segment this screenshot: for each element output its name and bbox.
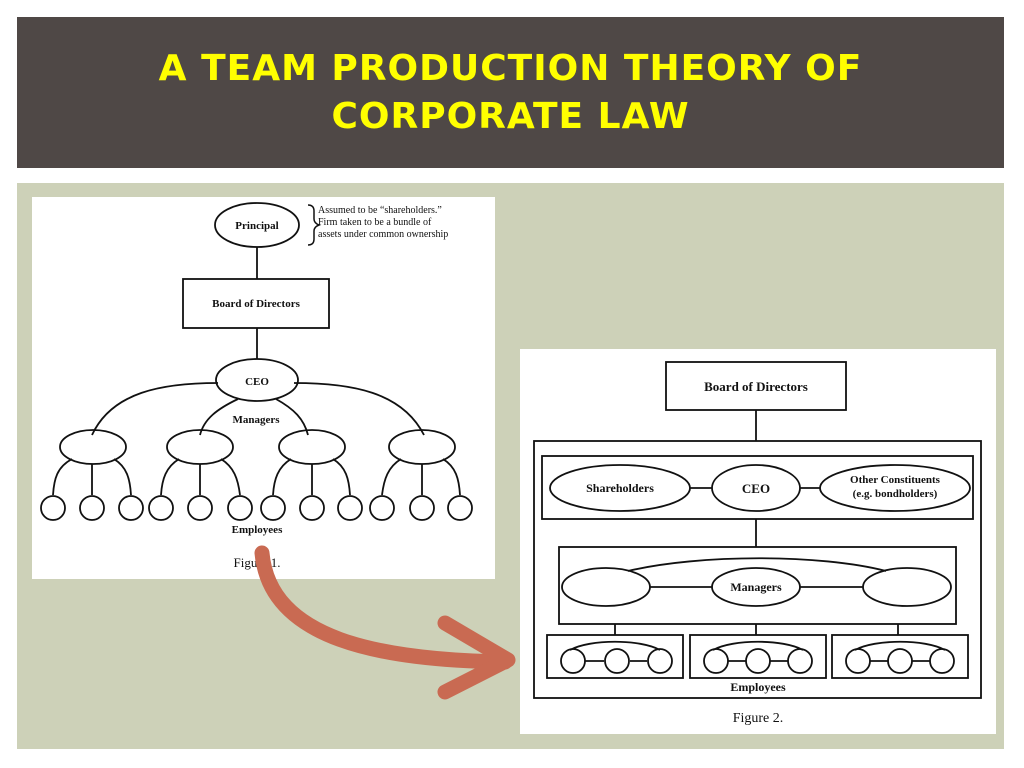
figure-2-diagram: Board of Directors Shareholders CEO Othe… (533, 361, 982, 726)
manager-node (59, 429, 127, 465)
connector (199, 398, 239, 436)
other-constituents-node (819, 464, 971, 512)
manager-node (862, 567, 952, 607)
employees-label: Employees (232, 524, 283, 536)
note-line-3: assets under common ownership (318, 229, 448, 240)
managers-label: Managers (232, 414, 280, 426)
note-line-2: Firm taken to be a bundle of (318, 217, 432, 228)
employee-group (546, 634, 684, 679)
top-coalition-box (541, 455, 974, 520)
connector (91, 382, 219, 436)
ceo-label: CEO (742, 481, 770, 496)
manager-node (561, 567, 651, 607)
firm-boundary-box (533, 440, 982, 699)
manager-node (388, 429, 456, 465)
note-line-1: Assumed to be “shareholders.” (318, 205, 442, 216)
board-label: Board of Directors (704, 379, 808, 394)
title-bar: A TEAM PRODUCTION THEORY OF CORPORATE LA… (17, 17, 1004, 168)
brace-mark (307, 204, 322, 246)
figure-2: Board of Directors Shareholders CEO Othe… (520, 349, 996, 734)
board-node (182, 278, 330, 329)
connector (293, 382, 425, 436)
principal-label: Principal (235, 220, 278, 232)
figure-1-diagram: Principal Assumed to be “shareholders.” … (40, 202, 473, 570)
managers-label: Managers (730, 580, 782, 594)
employees-label: Employees (730, 680, 786, 694)
employee-group (689, 634, 827, 679)
employee-nodes (40, 495, 473, 521)
manager-node (166, 429, 234, 465)
shareholders-label: Shareholders (586, 481, 654, 495)
figure-1-caption: Figure 1. (234, 555, 281, 570)
slide-title: A TEAM PRODUCTION THEORY OF CORPORATE LA… (158, 47, 863, 137)
connector (275, 398, 309, 436)
figure-1: Principal Assumed to be “shareholders.” … (32, 197, 495, 579)
employee-branches (52, 458, 461, 496)
connector (627, 557, 887, 572)
figure-2-caption: Figure 2. (733, 711, 784, 726)
other-constituents-label: Other Constituents (850, 474, 941, 486)
managers-box (558, 546, 957, 625)
employee-group (831, 634, 969, 679)
manager-node (278, 429, 346, 465)
ceo-label: CEO (245, 376, 269, 388)
other-constituents-example: (e.g. bondholders) (853, 488, 938, 500)
board-label: Board of Directors (212, 298, 300, 310)
ceo-node (215, 358, 299, 402)
